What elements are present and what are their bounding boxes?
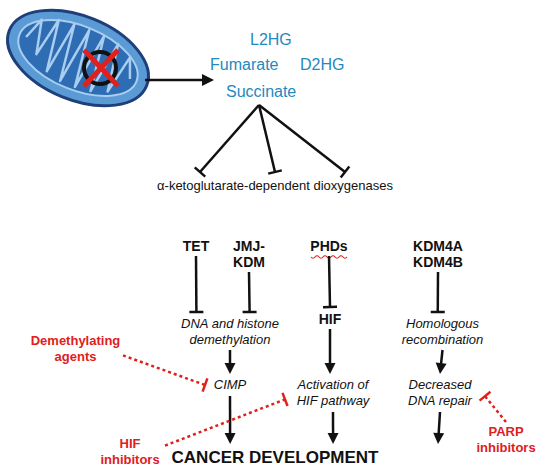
inhibition-connector	[431, 272, 445, 312]
mitochondrion	[0, 0, 162, 125]
release-arrow	[145, 79, 203, 82]
connector-line	[439, 412, 440, 435]
process-box: DNA and histone demethylation	[160, 316, 300, 348]
inhibition-connector	[243, 272, 257, 312]
metabolite-label: Succinate	[226, 82, 296, 101]
factor-label: HIF	[312, 311, 348, 327]
arrowhead	[225, 433, 236, 444]
inhibition-bar	[268, 170, 282, 173]
metabolite-label: Fumarate	[210, 55, 278, 74]
connector-line	[123, 355, 205, 385]
enzyme-box: PHDs	[305, 238, 353, 254]
drug-box: Demethylating agents	[28, 333, 123, 365]
inhibition-bar	[480, 392, 491, 401]
arrow-connector	[225, 350, 236, 374]
outcome-label: CIMP	[210, 377, 250, 393]
inhibition-bar	[189, 311, 203, 314]
inhibition-bar	[323, 306, 337, 309]
connector-line	[248, 272, 251, 312]
enzyme-box: KDM4A KDM4B	[405, 238, 471, 270]
red-cross	[84, 50, 118, 86]
outcome-box: Activation of HIF pathway	[290, 377, 376, 409]
outcome-box: Decreased DNA repair	[400, 377, 480, 409]
outcome-label: Activation of HIF pathway	[290, 377, 376, 409]
drug-label: HIF inhibitors	[95, 436, 165, 468]
arrow-connector	[328, 412, 339, 444]
metabolite-group: L2HG Fumarate D2HGSuccinate	[210, 30, 350, 102]
enzyme-label: JMJ- KDM	[225, 238, 273, 270]
enzyme-box: TET	[178, 238, 214, 254]
drug-inhibition-connector	[480, 392, 506, 422]
inhibition-bar	[431, 311, 445, 314]
arrowhead	[436, 362, 447, 374]
process-label: DNA and histone demethylation	[160, 316, 300, 348]
arrow-connector	[324, 329, 335, 374]
inhibition-bar	[341, 166, 350, 177]
metabolite-label: L2HG	[250, 30, 292, 49]
drug-box: HIF inhibitors	[95, 436, 165, 468]
drug-inhibition-connector	[165, 393, 288, 446]
enzyme-label: PHDs	[305, 238, 353, 254]
inhibition-bar	[195, 167, 206, 176]
process-box: Homologous recombination	[395, 316, 490, 348]
connector-line	[229, 350, 232, 365]
connector-line	[329, 256, 330, 307]
red-cross	[84, 50, 118, 86]
arrowhead	[225, 363, 236, 374]
arrowhead	[433, 433, 444, 444]
cristae	[16, 9, 142, 105]
arrow-connector	[436, 350, 447, 374]
connector-line	[165, 399, 285, 445]
outer-membrane	[0, 0, 162, 125]
enzyme-label: TET	[178, 238, 214, 254]
connector-line	[259, 105, 345, 172]
connector-line	[195, 256, 198, 312]
connector-line	[229, 396, 232, 435]
inhibition-bar	[203, 378, 208, 391]
connector-line	[332, 412, 335, 435]
drug-box: PARP inhibitors	[470, 424, 542, 456]
connector-line	[437, 272, 440, 312]
release-arrowhead	[202, 74, 214, 86]
drug-label: Demethylating agents	[28, 333, 123, 365]
drug-label: PARP inhibitors	[470, 424, 542, 456]
arrow-connector	[433, 412, 444, 444]
process-label: Homologous recombination	[395, 316, 490, 348]
arrowhead	[324, 363, 335, 374]
enzyme-family: α-ketoglutarate-dependent dioxygenases	[150, 178, 400, 194]
drug-inhibition-connector	[123, 355, 207, 391]
factor-box: HIF	[312, 311, 348, 327]
connector-line	[485, 396, 506, 422]
connector-line	[200, 105, 259, 172]
inhibition-connector	[189, 256, 203, 312]
outcome-box: CIMP	[210, 377, 250, 393]
inhibition-connector	[259, 105, 349, 178]
inner-membrane	[8, 5, 149, 112]
arrowhead	[328, 433, 339, 444]
outcome-label: Decreased DNA repair	[400, 377, 480, 409]
enzyme-family-label: α-ketoglutarate-dependent dioxygenases	[150, 178, 400, 194]
metabolite-label: D2HG	[300, 55, 344, 74]
inhibition-connector	[323, 256, 337, 307]
connector-line	[329, 329, 332, 365]
connector-line	[441, 350, 443, 365]
enzyme-label: KDM4A KDM4B	[405, 238, 471, 270]
inhibition-bar	[282, 393, 287, 406]
enzyme-box: JMJ- KDM	[225, 238, 273, 270]
inhibition-bar	[243, 311, 257, 314]
inhibition-connector	[195, 105, 259, 177]
